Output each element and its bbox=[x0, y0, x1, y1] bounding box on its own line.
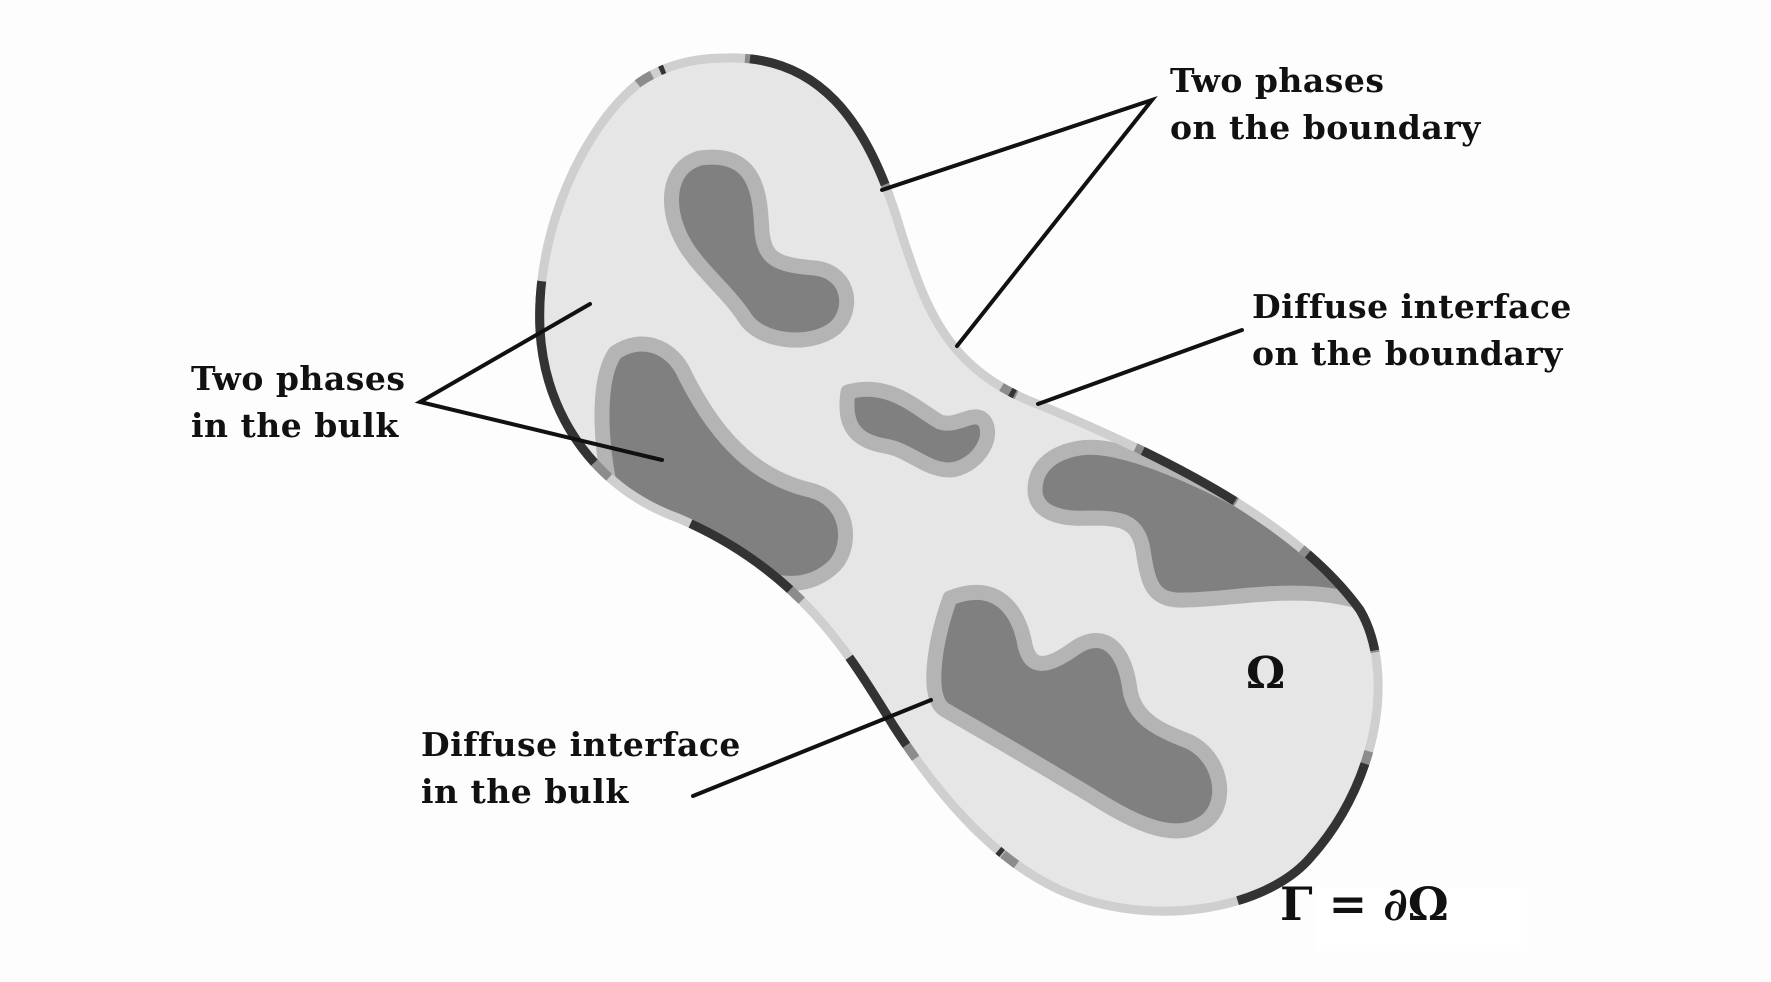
label-boundary-interface-line2: on the boundary bbox=[1252, 334, 1563, 373]
leader-bulk-phases bbox=[414, 302, 664, 462]
bulk-blob-top bbox=[664, 149, 855, 348]
label-boundary-phases-line2: on the boundary bbox=[1170, 108, 1481, 147]
leader-bulk-interface bbox=[691, 698, 933, 798]
label-bulk-interface: Diffuse interface in the bulk bbox=[421, 721, 741, 815]
bulk-inclusions bbox=[594, 149, 1379, 839]
label-bulk-phases-line1: Two phases bbox=[191, 359, 406, 398]
label-bulk-phases-line2: in the bulk bbox=[191, 406, 399, 445]
label-boundary-interface-line1: Diffuse interface bbox=[1252, 287, 1572, 326]
label-boundary-phases: Two phases on the boundary bbox=[1170, 57, 1481, 151]
label-boundary-interface: Diffuse interface on the boundary bbox=[1252, 283, 1572, 377]
label-bulk-interface-line1: Diffuse interface bbox=[421, 725, 741, 764]
leader-boundary-interface bbox=[1036, 328, 1244, 406]
domain-symbol: Ω bbox=[1246, 648, 1286, 699]
boundary-symbol: Γ = ∂Ω bbox=[1280, 877, 1449, 931]
leader-boundary-phases bbox=[880, 95, 1158, 348]
symbol-backdrop bbox=[1317, 887, 1527, 951]
label-bulk-phases: Two phases in the bulk bbox=[191, 355, 405, 449]
label-bulk-interface-line2: in the bulk bbox=[421, 772, 629, 811]
leader-lines bbox=[414, 95, 1244, 798]
label-boundary-phases-line1: Two phases bbox=[1170, 61, 1385, 100]
bulk-blob-center bbox=[839, 381, 995, 478]
bulk-blob-bottom bbox=[926, 584, 1228, 839]
